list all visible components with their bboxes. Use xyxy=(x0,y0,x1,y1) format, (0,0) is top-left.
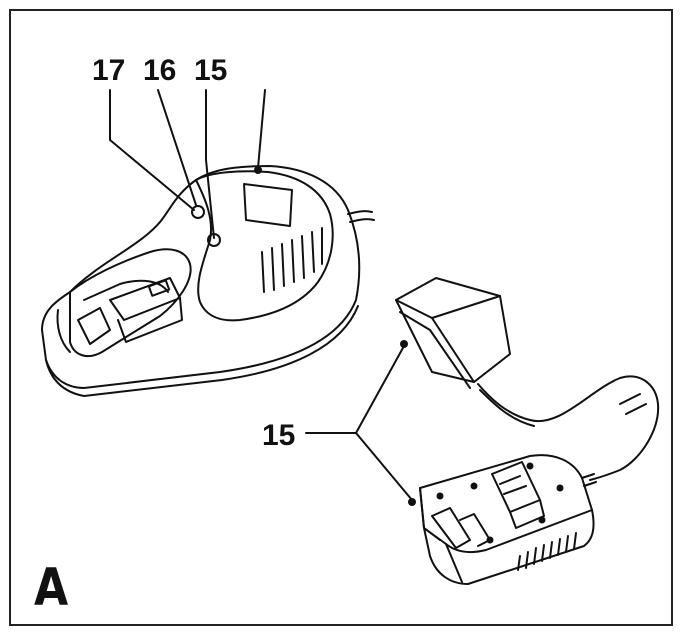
callout-16: 16 xyxy=(143,54,177,87)
callout-15-middle: 15 xyxy=(262,419,296,452)
callout-15-top: 15 xyxy=(194,54,228,87)
figure-frame xyxy=(9,9,673,626)
charger-base xyxy=(41,165,375,397)
power-adapter xyxy=(395,277,660,481)
leader-lines-middle xyxy=(305,340,416,506)
charger-cradle xyxy=(419,454,597,585)
leader-lines-top xyxy=(109,89,266,239)
figure-letter: A xyxy=(34,558,69,618)
callout-17: 17 xyxy=(92,54,126,87)
